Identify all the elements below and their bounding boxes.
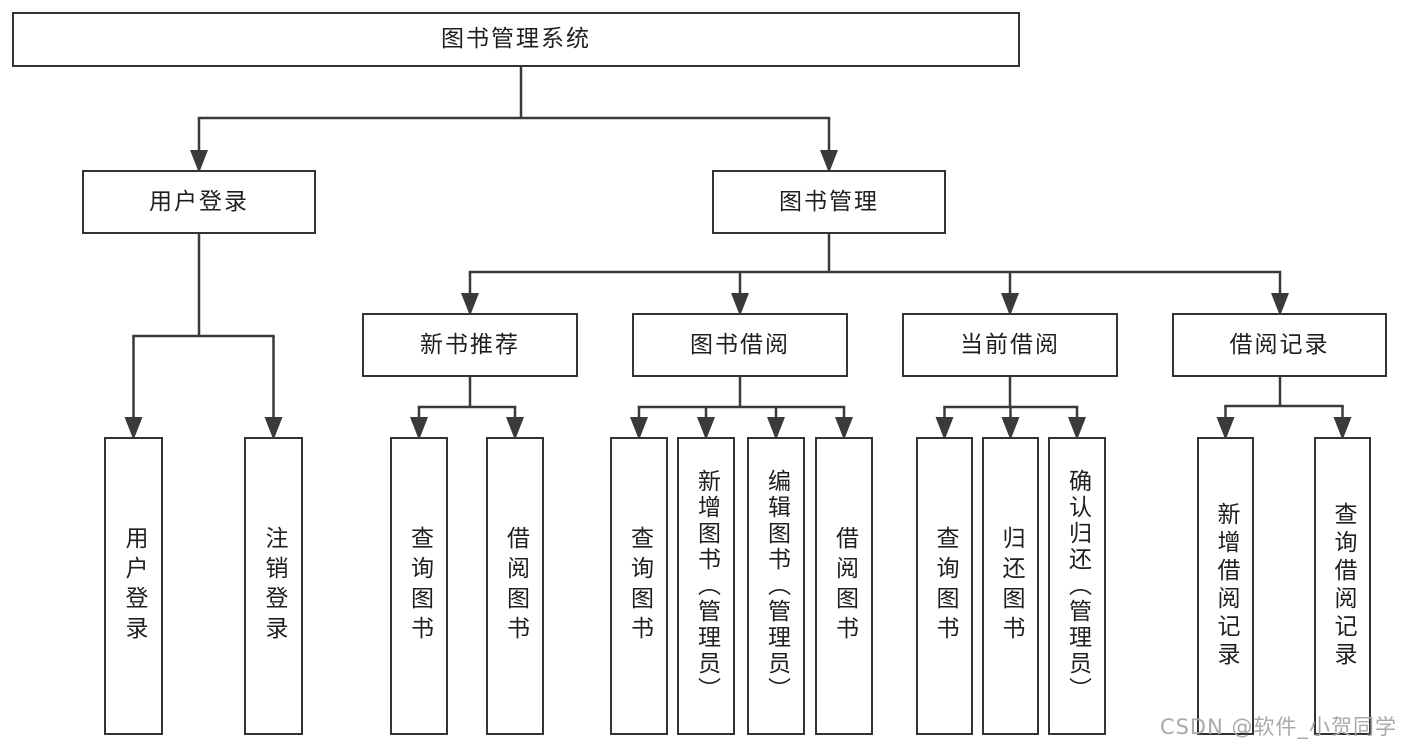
node-label: 用户登录	[121, 526, 147, 646]
node-label: 借阅图书	[502, 526, 529, 646]
node-current-borrowing: 当前借阅	[902, 313, 1118, 377]
leaf-newbook-query-books: 查询图书	[390, 437, 448, 735]
node-user-login-branch: 用户登录	[82, 170, 316, 234]
leaf-current-confirm-return-admin: 确认归还（管理员）	[1048, 437, 1106, 735]
node-label: 查询图书	[932, 526, 958, 646]
node-label: 借阅图书	[831, 526, 858, 646]
node-label: 图书管理	[779, 188, 879, 215]
node-label: 确认归还（管理员）	[1064, 469, 1091, 703]
node-label: 图书借阅	[690, 331, 790, 358]
node-label: 查询借阅记录	[1330, 502, 1356, 670]
leaf-borrow-query-books: 查询图书	[610, 437, 668, 735]
csdn-watermark: CSDN @软件_小贺同学	[1159, 715, 1397, 739]
leaf-records-add-record: 新增借阅记录	[1197, 437, 1254, 735]
node-label: 编辑图书（管理员）	[763, 469, 790, 703]
node-label: 当前借阅	[960, 331, 1060, 358]
leaf-current-query-books: 查询图书	[916, 437, 973, 735]
leaf-current-return-books: 归还图书	[982, 437, 1039, 735]
node-borrowing-records: 借阅记录	[1172, 313, 1387, 377]
node-label: 新增借阅记录	[1213, 502, 1239, 670]
node-label: 图书管理系统	[441, 26, 591, 52]
leaf-records-query-record: 查询借阅记录	[1314, 437, 1371, 735]
node-library-management-system: 图书管理系统	[12, 12, 1020, 67]
node-label: 新增图书（管理员）	[693, 469, 720, 703]
leaf-user-login: 用户登录	[104, 437, 163, 735]
node-label: 借阅记录	[1229, 331, 1330, 358]
node-label: 新书推荐	[420, 331, 520, 358]
node-label: 查询图书	[626, 526, 653, 646]
leaf-logout: 注销登录	[244, 437, 303, 735]
node-label: 注销登录	[261, 526, 287, 646]
node-label: 查询图书	[406, 526, 433, 646]
leaf-borrow-borrow-books: 借阅图书	[815, 437, 873, 735]
node-label: 归还图书	[998, 526, 1024, 646]
leaf-newbook-borrow-books: 借阅图书	[486, 437, 544, 735]
node-book-management-branch: 图书管理	[712, 170, 946, 234]
node-new-book-recommend: 新书推荐	[362, 313, 578, 377]
node-label: 用户登录	[149, 188, 249, 215]
node-book-borrowing: 图书借阅	[632, 313, 848, 377]
leaf-borrow-add-books-admin: 新增图书（管理员）	[677, 437, 735, 735]
leaf-borrow-edit-books-admin: 编辑图书（管理员）	[747, 437, 805, 735]
